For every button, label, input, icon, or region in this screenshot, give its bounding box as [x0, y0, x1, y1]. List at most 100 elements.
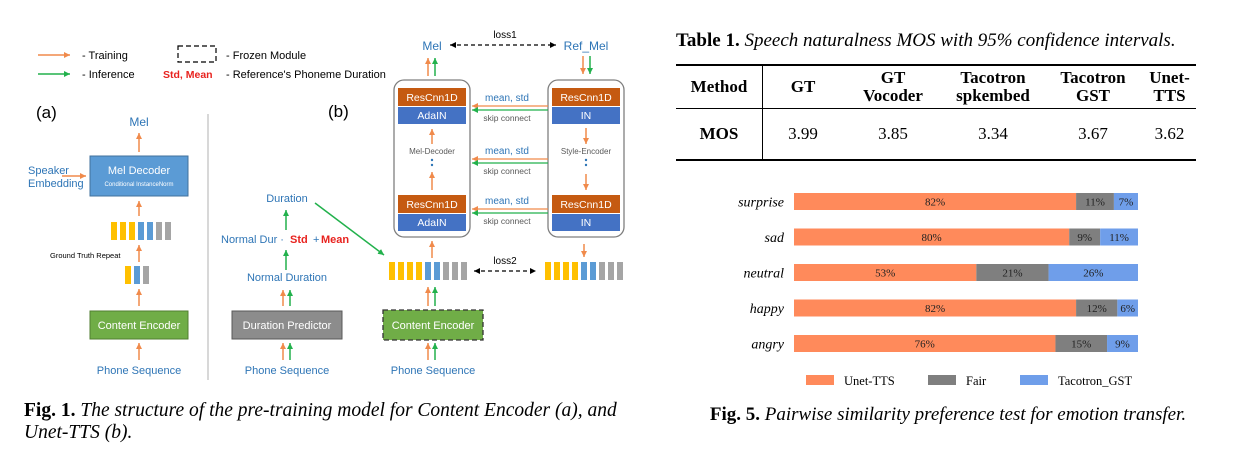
- phone-sequence-a: Phone Sequence: [97, 365, 181, 377]
- cross-connections: mean, std skip connect mean, std skip co…: [472, 93, 548, 226]
- figure-5-caption-text: Pairwise similarity preference test for …: [764, 404, 1187, 425]
- duration-predictor-box: [231, 310, 343, 340]
- data-label-sad-2: 11%: [1109, 232, 1129, 244]
- encoder-in-bottom: [552, 214, 620, 231]
- skip-connect-2: skip connect: [483, 166, 531, 176]
- cell-gt-vocoder: 3.85: [843, 108, 943, 161]
- encoder-rescnn-top: [552, 88, 620, 106]
- bar-neutral-unet-tts: [794, 264, 977, 281]
- normal-duration-label: Normal Duration: [247, 272, 327, 284]
- legend-label-2: Tacotron_GST: [1058, 374, 1132, 388]
- header-gt-vocoder-l2: Vocoder: [863, 86, 923, 105]
- category-label-surprise: surprise: [738, 196, 784, 211]
- figure-5-caption: Fig. 5. Pairwise similarity preference t…: [688, 404, 1208, 426]
- table-row: MOS 3.99 3.85 3.34 3.67 3.62: [676, 108, 1196, 161]
- skip-connect-1: skip connect: [483, 113, 531, 123]
- decoder-rescnn-bottom-label: ResCnn1D: [406, 199, 458, 211]
- encoder-in-bottom-label: IN: [581, 217, 592, 229]
- header-gt-text: GT: [790, 77, 816, 96]
- panel-a-mel: Mel: [129, 115, 148, 129]
- figure-1-caption: Fig. 1. The structure of the pre-trainin…: [24, 400, 654, 444]
- mel-decoder-subtitle: Conditional InstanceNorm: [104, 182, 173, 188]
- mean-std-2: mean, std: [485, 146, 529, 157]
- content-encoder-b-label: Content Encoder: [392, 320, 475, 332]
- loss1-label: loss1: [493, 30, 517, 41]
- data-label-sad-0: 80%: [922, 232, 942, 244]
- embedding-label: Embedding: [28, 178, 84, 190]
- category-label-neutral: neutral: [744, 267, 785, 282]
- cell-gt: 3.99: [762, 108, 843, 161]
- cell-tacotron-gst: 3.67: [1043, 108, 1143, 161]
- bar-happy-unet-tts: [794, 299, 1077, 317]
- duration-predictor-label: Duration Predictor: [243, 320, 332, 332]
- mel-decoder-label: Mel-Decoder: [409, 147, 455, 156]
- bar-surprise-unet-tts: [794, 193, 1077, 210]
- table-1-caption-label: Table 1.: [676, 30, 740, 51]
- bar-surprise-fair: [1076, 193, 1114, 210]
- mel-decoder-box: [89, 155, 189, 197]
- data-label-angry-2: 9%: [1115, 339, 1130, 351]
- normal-dur-label: Normal Dur ·: [221, 234, 284, 246]
- legend-label-0: Unet-TTS: [844, 374, 895, 388]
- legend-reference: - Reference's Phoneme Duration: [226, 69, 386, 81]
- encoder-rescnn-bottom-label: ResCnn1D: [560, 199, 612, 211]
- bar-happy-fair: [1076, 299, 1118, 317]
- data-label-angry-1: 15%: [1071, 339, 1091, 351]
- speaker-label: Speaker: [28, 165, 69, 177]
- category-label-angry: angry: [751, 338, 784, 353]
- bar-surprise-tacotron-gst: [1113, 193, 1138, 210]
- mean-std-1: mean, std: [485, 93, 529, 104]
- phone-sequence-b-mid: Phone Sequence: [391, 365, 475, 377]
- data-label-surprise-0: 82%: [925, 197, 945, 209]
- table-1-caption: Table 1. Speech naturalness MOS with 95%…: [676, 30, 1216, 52]
- mel-decoder-container: [393, 79, 471, 238]
- decoder-rescnn-bottom: [398, 195, 466, 213]
- encoder-in-top-label: IN: [581, 110, 592, 122]
- data-label-surprise-2: 7%: [1119, 197, 1134, 209]
- legend-swatch-1: [928, 375, 956, 385]
- mean-std-3: mean, std: [485, 196, 529, 207]
- panel-b: (b) Duration Normal Dur · Std + Mean Nor…: [221, 30, 625, 377]
- bar-angry-fair: [1055, 335, 1108, 352]
- skip-connect-3: skip connect: [483, 216, 531, 226]
- data-label-angry-0: 76%: [915, 339, 935, 351]
- decoder-adain-top: [398, 107, 466, 124]
- data-label-sad-1: 9%: [1077, 232, 1092, 244]
- category-label-happy: happy: [750, 302, 785, 317]
- phone-sequence-b-left: Phone Sequence: [245, 365, 329, 377]
- header-unet-tts-text: Unet-TTS: [1149, 68, 1190, 105]
- duration-label: Duration: [266, 193, 308, 205]
- panel-b-label: (b): [328, 102, 349, 121]
- data-label-neutral-1: 21%: [1002, 268, 1022, 280]
- data-label-surprise-1: 11%: [1085, 197, 1105, 209]
- figure-1-diagram: - Training - Inference - Frozen Module S…: [28, 30, 625, 380]
- content-encoder-frozen-box: [382, 309, 484, 341]
- header-tacotron-spkembed-l2: spkembed: [956, 86, 1030, 105]
- data-label-happy-1: 12%: [1087, 303, 1107, 315]
- header-method: Method: [676, 64, 763, 109]
- panel-a-label: (a): [36, 103, 57, 122]
- encoder-in-top: [552, 107, 620, 124]
- panel-b-mel: Mel: [422, 39, 441, 53]
- figure-1-caption-text: The structure of the pre-training model …: [24, 400, 617, 443]
- data-label-happy-2: 6%: [1120, 303, 1135, 315]
- legend-inference: - Inference: [82, 69, 135, 81]
- row-label: MOS: [676, 108, 763, 161]
- category-label-sad: sad: [765, 231, 785, 246]
- style-output-sequence: [545, 262, 623, 280]
- data-label-neutral-2: 26%: [1083, 268, 1103, 280]
- ground-truth-repeat: Ground Truth Repeat: [50, 251, 121, 260]
- bar-neutral-tacotron-gst: [1048, 264, 1138, 281]
- header-tacotron-spkembed-l1: Tacotron: [960, 68, 1026, 87]
- decoder-adain-bottom: [398, 214, 466, 231]
- decoder-input-sequence: [389, 262, 467, 280]
- decoder-adain-top-label: AdaIN: [417, 110, 446, 122]
- header-tacotron-gst-l1: Tacotron: [1060, 68, 1126, 87]
- data-label-happy-0: 82%: [925, 303, 945, 315]
- ref-mel-label: Ref_Mel: [564, 39, 609, 53]
